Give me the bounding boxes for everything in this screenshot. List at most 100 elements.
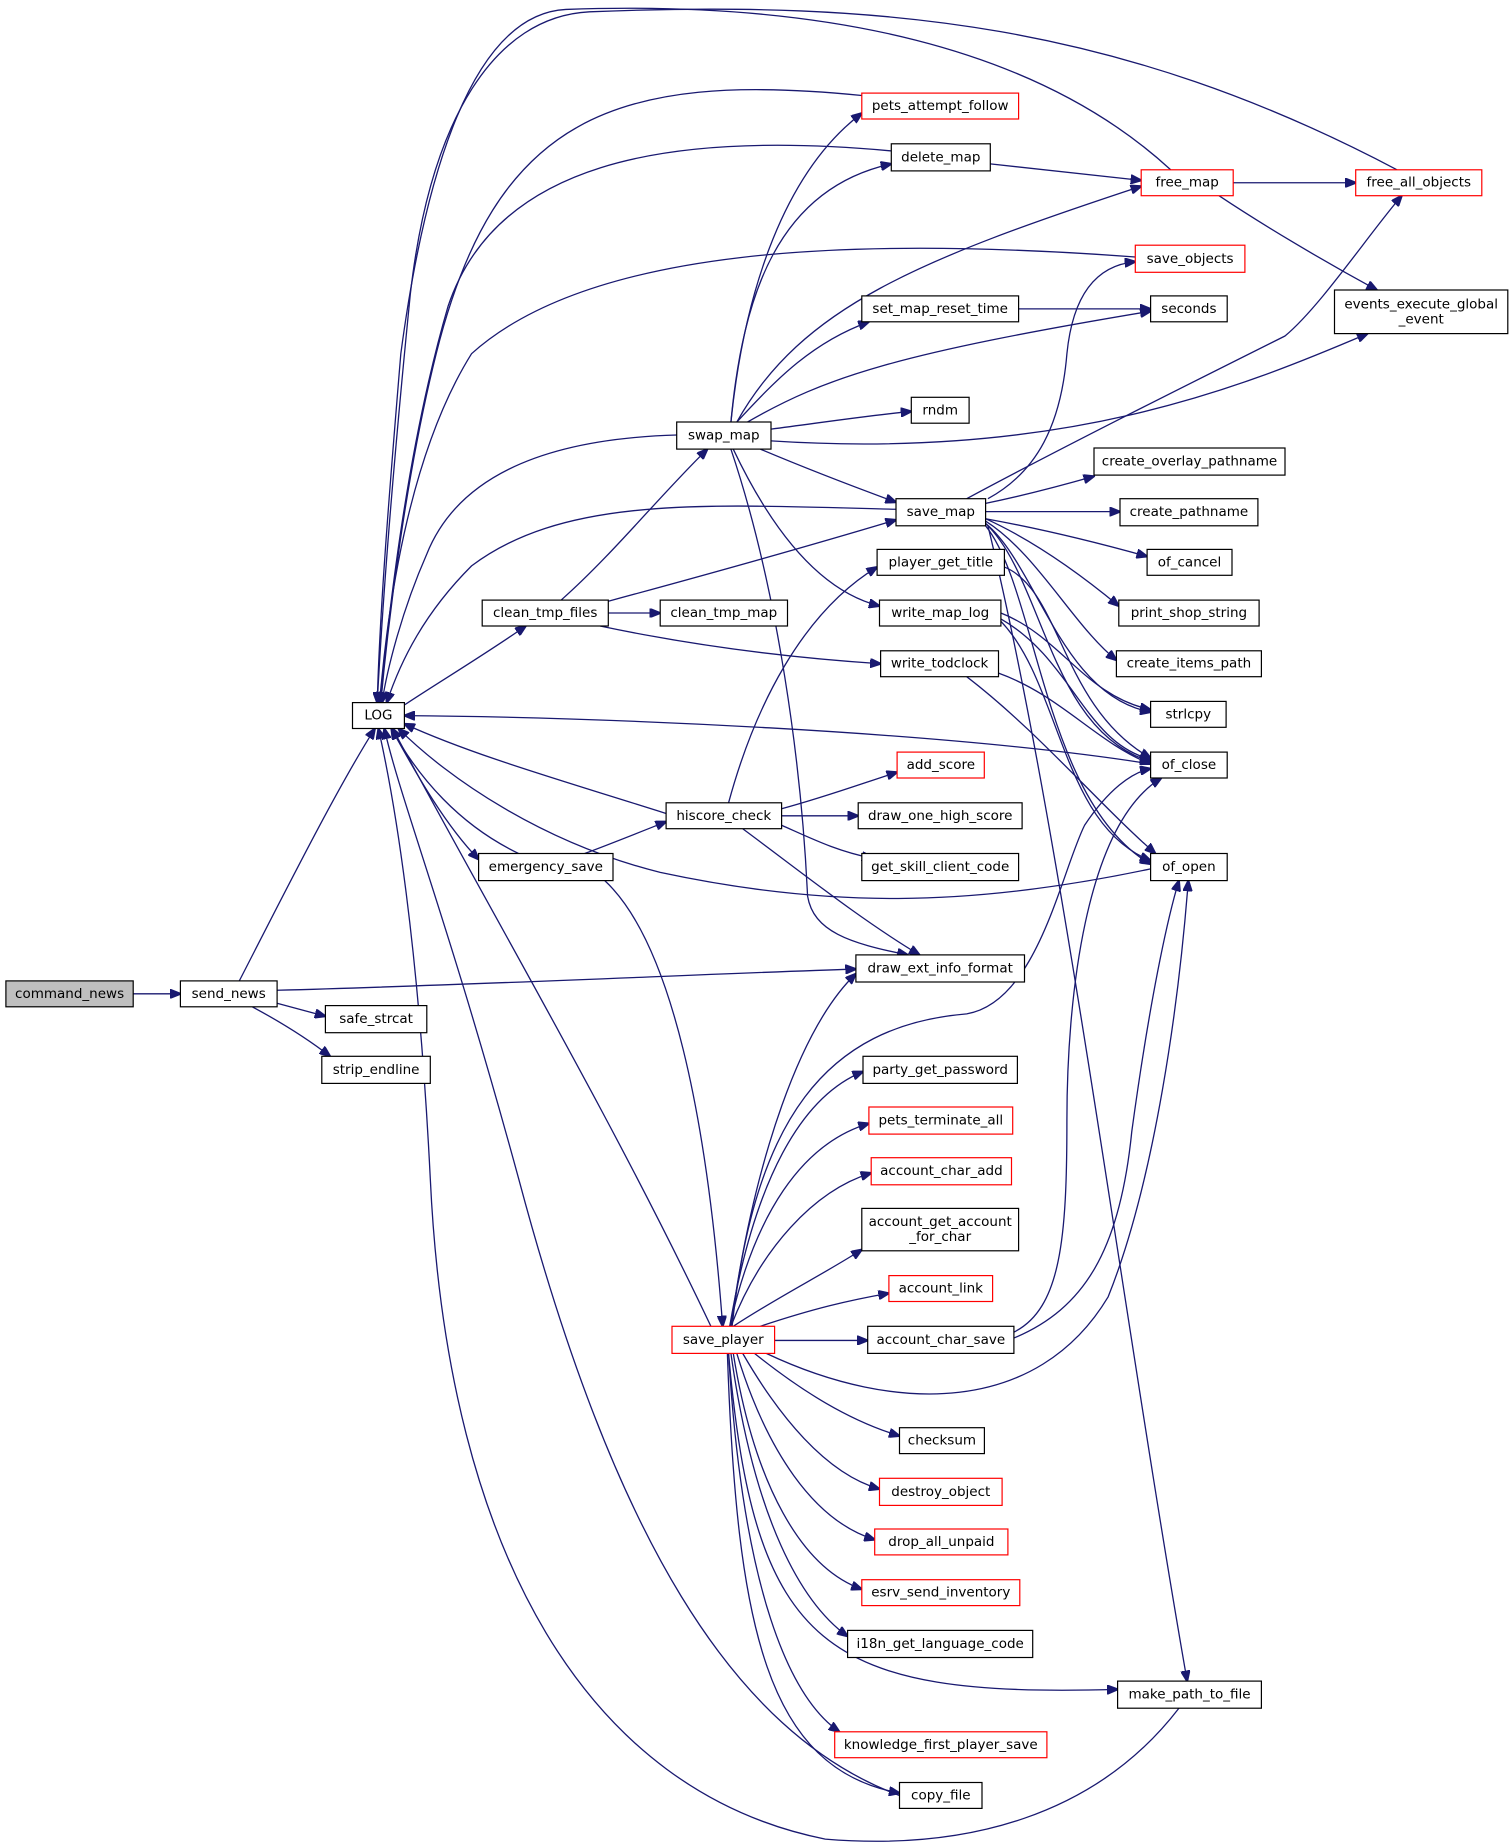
- node-rndm[interactable]: rndm: [910, 396, 970, 424]
- edge-save_map-to-of_close: [986, 523, 1151, 761]
- node-label: get_skill_client_code: [871, 859, 1009, 875]
- node-knowledge_first_player_save[interactable]: knowledge_first_player_save: [834, 1731, 1048, 1759]
- edge-pets_attempt_follow-to-LOG: [381, 90, 862, 703]
- node-hiscore_check[interactable]: hiscore_check: [665, 802, 783, 830]
- edge-write_map_log-to-of_close: [1001, 619, 1151, 759]
- node-label: write_todclock: [891, 656, 989, 672]
- node-label: account_link: [899, 1281, 984, 1297]
- node-set_map_reset_time[interactable]: set_map_reset_time: [861, 295, 1020, 323]
- node-command_news[interactable]: command_news: [5, 980, 134, 1008]
- edge-clean_tmp_files-to-save_map: [608, 520, 896, 601]
- node-box: [896, 751, 985, 779]
- node-drop_all_unpaid[interactable]: drop_all_unpaid: [874, 1528, 1009, 1556]
- node-print_shop_string[interactable]: print_shop_string: [1118, 599, 1260, 627]
- node-send_news[interactable]: send_news: [179, 980, 278, 1008]
- node-add_score[interactable]: add_score: [896, 751, 985, 779]
- node-of_open[interactable]: of_open: [1149, 852, 1228, 882]
- node-clean_tmp_map[interactable]: clean_tmp_map: [659, 599, 789, 627]
- edge-save_player-to-of_close: [732, 769, 1151, 1327]
- node-box: [179, 980, 278, 1008]
- node-destroy_object[interactable]: destroy_object: [878, 1477, 1003, 1507]
- node-strip_endline[interactable]: strip_endline: [321, 1055, 431, 1085]
- edge-send_news-to-LOG: [239, 729, 375, 981]
- node-free_map[interactable]: free_map: [1140, 169, 1234, 197]
- node-delete_map[interactable]: delete_map: [890, 143, 991, 172]
- edge-hiscore_check-to-LOG: [404, 724, 666, 814]
- node-events_execute_global_event[interactable]: events_execute_global_event: [1333, 289, 1509, 335]
- edge-swap_map-to-set_map_reset_time: [737, 322, 869, 422]
- node-free_all_objects[interactable]: free_all_objects: [1355, 169, 1483, 197]
- node-party_get_password[interactable]: party_get_password: [862, 1055, 1018, 1085]
- node-label: pets_terminate_all: [878, 1113, 1003, 1129]
- node-of_cancel[interactable]: of_cancel: [1146, 548, 1233, 576]
- edge-save_map-to-free_all_objects: [967, 196, 1402, 499]
- node-box: [1140, 169, 1234, 197]
- node-label: send_news: [192, 986, 266, 1002]
- node-draw_one_high_score[interactable]: draw_one_high_score: [857, 802, 1023, 830]
- node-box: [888, 1274, 994, 1303]
- edge-player_get_title-to-of_close: [1004, 567, 1150, 758]
- edge-free_map-to-events_execute_global_event: [1219, 196, 1377, 290]
- node-pets_terminate_all[interactable]: pets_terminate_all: [868, 1106, 1014, 1135]
- edge-save_map-to-LOG: [387, 506, 896, 703]
- node-save_objects[interactable]: save_objects: [1134, 244, 1246, 273]
- node-write_map_log[interactable]: write_map_log: [878, 599, 1002, 627]
- node-label: copy_file: [911, 1788, 971, 1804]
- edge-free_all_objects-to-LOG: [377, 9, 1397, 702]
- node-esrv_send_inventory[interactable]: esrv_send_inventory: [861, 1579, 1021, 1607]
- node-box: [1134, 244, 1246, 273]
- node-create_overlay_pathname[interactable]: create_overlay_pathname: [1093, 447, 1286, 476]
- node-box: [861, 1207, 1020, 1252]
- node-label: clean_tmp_files: [493, 605, 597, 621]
- node-box: [862, 1055, 1018, 1085]
- node-box: [861, 295, 1020, 323]
- node-account_link[interactable]: account_link: [888, 1274, 994, 1303]
- node-LOG[interactable]: LOG: [351, 701, 406, 730]
- node-box: [671, 1325, 776, 1355]
- node-label: knowledge_first_player_save: [844, 1737, 1038, 1753]
- node-pets_attempt_follow[interactable]: pets_attempt_follow: [861, 92, 1020, 120]
- node-label: player_get_title: [889, 554, 994, 570]
- edge-swap_map-to-rndm: [771, 411, 911, 429]
- edge-of_open-to-LOG: [398, 729, 1150, 899]
- node-clean_tmp_files[interactable]: clean_tmp_files: [481, 599, 609, 627]
- node-label: create_overlay_pathname: [1102, 454, 1277, 470]
- node-box: [676, 421, 772, 450]
- node-label: swap_map: [688, 428, 760, 444]
- node-emergency_save[interactable]: emergency_save: [478, 852, 614, 882]
- edge-emergency_save-to-save_player: [605, 881, 723, 1327]
- node-label: events_execute_global: [1344, 296, 1498, 312]
- node-swap_map[interactable]: swap_map: [676, 421, 772, 450]
- node-save_map[interactable]: save_map: [895, 498, 987, 527]
- node-box: [878, 599, 1002, 627]
- node-safe_strcat[interactable]: safe_strcat: [324, 1004, 428, 1034]
- edge-delete_map-to-free_map: [990, 164, 1141, 181]
- node-create_pathname[interactable]: create_pathname: [1119, 498, 1259, 527]
- node-draw_ext_info_format[interactable]: draw_ext_info_format: [855, 954, 1026, 983]
- node-of_close[interactable]: of_close: [1149, 751, 1228, 779]
- edge-emergency_save-to-hiscore_check: [585, 822, 666, 854]
- node-create_items_path[interactable]: create_items_path: [1115, 650, 1263, 678]
- node-box: [1115, 650, 1263, 678]
- edge-account_char_save-to-of_close: [1014, 778, 1161, 1332]
- node-make_path_to_file[interactable]: make_path_to_file: [1116, 1680, 1262, 1709]
- node-i18n_get_language_code[interactable]: i18n_get_language_code: [846, 1629, 1034, 1659]
- node-label: strip_endline: [333, 1062, 420, 1078]
- edge-hiscore_check-to-draw_ext_info_format: [743, 829, 920, 955]
- edge-save_player-to-account_get_account_for_char: [733, 1250, 862, 1327]
- node-get_skill_client_code[interactable]: get_skill_client_code: [861, 852, 1020, 882]
- node-checksum[interactable]: checksum: [898, 1427, 986, 1455]
- node-account_char_add[interactable]: account_char_add: [870, 1157, 1013, 1186]
- node-account_char_save[interactable]: account_char_save: [867, 1325, 1015, 1355]
- node-save_player[interactable]: save_player: [671, 1325, 776, 1355]
- node-strlcpy[interactable]: strlcpy: [1149, 700, 1227, 728]
- node-label: save_player: [683, 1332, 764, 1348]
- edge-save_map-to-create_items_path: [986, 521, 1117, 660]
- edge-save_player-to-account_char_add: [731, 1173, 871, 1326]
- node-account_get_account_for_char[interactable]: account_get_account_for_char: [861, 1207, 1020, 1252]
- node-seconds[interactable]: seconds: [1149, 295, 1228, 323]
- node-box: [481, 599, 609, 627]
- node-player_get_title[interactable]: player_get_title: [876, 548, 1005, 576]
- node-copy_file[interactable]: copy_file: [898, 1781, 983, 1809]
- node-write_todclock[interactable]: write_todclock: [879, 650, 1000, 678]
